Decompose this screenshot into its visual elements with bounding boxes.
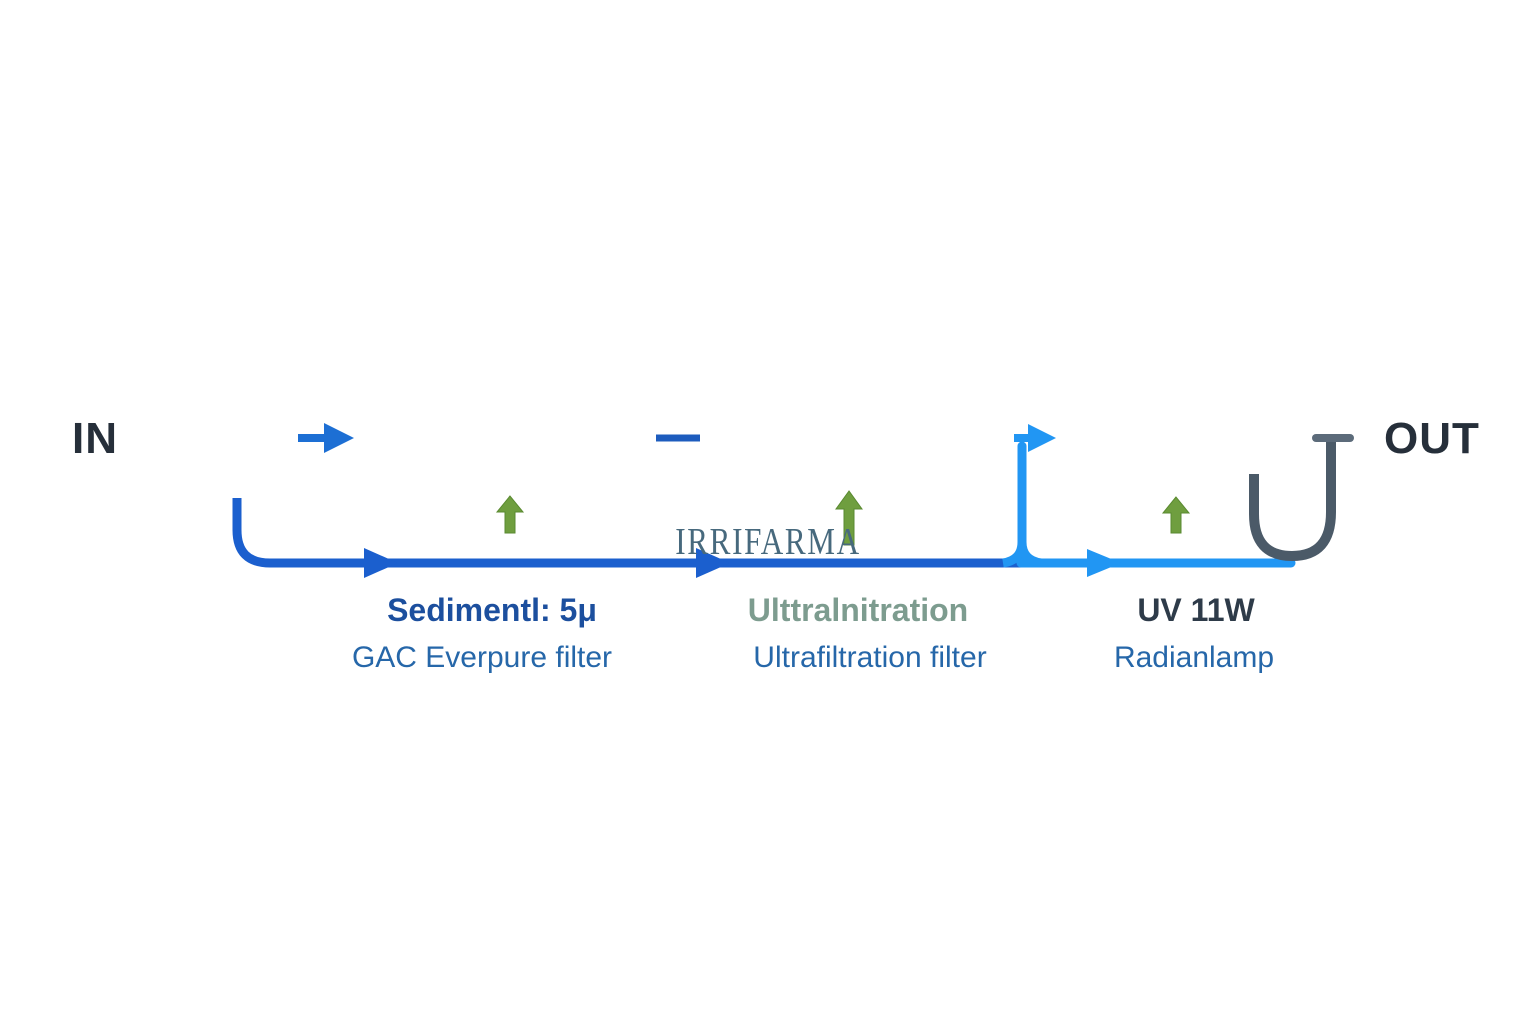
flow-arrow-icon	[1028, 424, 1056, 452]
up-arrow-icon	[495, 495, 525, 534]
flow-arrow-icon	[696, 548, 730, 578]
bypass-pipe-left	[232, 498, 1021, 568]
flow-arrow-icon	[364, 548, 398, 578]
brand-wordmark: IRRIFARMA	[675, 521, 861, 563]
in-label: IN	[72, 414, 118, 463]
uv-drain-tube	[1249, 440, 1336, 562]
stage-subtitle-uv: Radianlamp	[1113, 641, 1275, 674]
stage-title-ultrafiltration: Ulttralnitration	[747, 592, 969, 628]
stage-title-uv: UV 11W	[1137, 592, 1255, 628]
out-label: OUT	[1384, 414, 1480, 463]
up-arrow-icon	[1161, 496, 1191, 534]
flow-arrow-icon	[324, 423, 354, 453]
stage-subtitle-sediment: GAC Everpure filter	[351, 641, 613, 674]
up-arrow-icon	[835, 490, 863, 546]
junction-fillet-right	[1017, 541, 1042, 568]
flow-arrow-icon	[1087, 549, 1121, 577]
stage-title-sediment: Sedimentl: 5μ	[387, 592, 597, 628]
stage-subtitle-ultrafiltration: Ultrafiltration filter	[753, 641, 987, 674]
